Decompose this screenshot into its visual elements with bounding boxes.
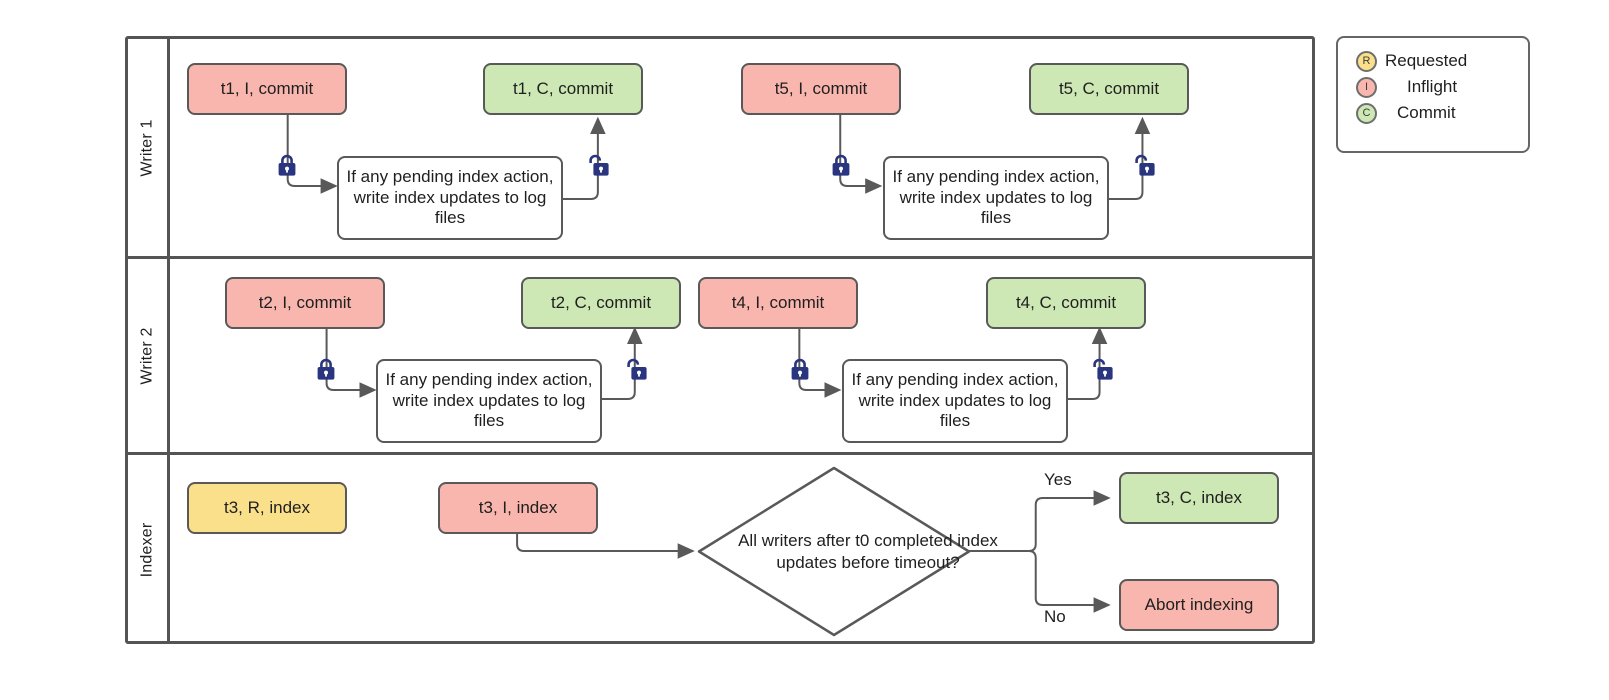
state-badge-inflight-icon: I bbox=[1356, 76, 1377, 98]
swimlane-pool: Writer 1 bbox=[125, 36, 1315, 644]
node-t3-inflight-index[interactable]: t3, I, index bbox=[438, 482, 598, 534]
node-t5-inflight-commit[interactable]: t5, I, commit bbox=[741, 63, 901, 115]
node-writer2-index-write-1[interactable]: If any pending index action, write index… bbox=[376, 359, 602, 443]
legend-item-commit: C Commit bbox=[1338, 100, 1528, 126]
swimlane-indexer: Indexer bbox=[128, 452, 1312, 644]
state-badge-requested-icon: R bbox=[1356, 50, 1377, 72]
legend-item-requested: R Requested bbox=[1338, 48, 1528, 74]
branch-label-no: No bbox=[1044, 607, 1066, 626]
legend-label-commit: Commit bbox=[1397, 103, 1456, 122]
swimlane-writer-1: Writer 1 bbox=[128, 39, 1312, 256]
lane-header-writer-1: Writer 1 bbox=[128, 39, 170, 256]
node-t2-commit-commit[interactable]: t2, C, commit bbox=[521, 277, 681, 329]
lane-body-writer-2: t2, I, commit If any pending index actio… bbox=[170, 259, 1312, 452]
lane-label-indexer: Indexer bbox=[138, 522, 156, 577]
lock-closed-icon bbox=[830, 154, 852, 178]
lane-header-writer-2: Writer 2 bbox=[128, 259, 170, 452]
lock-open-icon bbox=[1134, 154, 1156, 178]
node-t1-commit-commit[interactable]: t1, C, commit bbox=[483, 63, 643, 115]
lock-open-icon bbox=[1092, 358, 1114, 382]
branch-label-yes: Yes bbox=[1044, 470, 1072, 489]
node-writer1-index-write-1[interactable]: If any pending index action, write index… bbox=[337, 156, 563, 240]
lock-closed-icon bbox=[789, 358, 811, 382]
legend-label-requested: Requested bbox=[1385, 51, 1468, 70]
node-writer2-index-write-2[interactable]: If any pending index action, write index… bbox=[842, 359, 1068, 443]
state-badge-commit-icon: C bbox=[1356, 102, 1377, 124]
legend-label-inflight: Inflight bbox=[1407, 77, 1458, 96]
node-t5-commit-commit[interactable]: t5, C, commit bbox=[1029, 63, 1189, 115]
node-t4-inflight-commit[interactable]: t4, I, commit bbox=[698, 277, 858, 329]
swimlane-writer-2: Writer 2 t2, I, commit If any pending in… bbox=[128, 256, 1312, 452]
lane-label-writer-2: Writer 2 bbox=[138, 326, 156, 385]
lane-label-writer-1: Writer 1 bbox=[138, 118, 156, 177]
node-t3-commit-index[interactable]: t3, C, index bbox=[1119, 472, 1279, 524]
node-t2-inflight-commit[interactable]: t2, I, commit bbox=[225, 277, 385, 329]
node-t1-inflight-commit[interactable]: t1, I, commit bbox=[187, 63, 347, 115]
node-abort-indexing[interactable]: Abort indexing bbox=[1119, 579, 1279, 631]
lane-body-writer-1: t1, I, commit If any pending index actio… bbox=[170, 39, 1312, 256]
lock-closed-icon bbox=[276, 154, 298, 178]
node-t4-commit-commit[interactable]: t4, C, commit bbox=[986, 277, 1146, 329]
legend-panel: R Requested I Inflight C Commit bbox=[1336, 36, 1530, 153]
decision-all-writers-completed[interactable]: All writers after t0 completed index upd… bbox=[695, 464, 998, 639]
lock-open-icon bbox=[626, 358, 648, 382]
lane-header-indexer: Indexer bbox=[128, 455, 170, 644]
lock-closed-icon bbox=[315, 358, 337, 382]
legend-item-inflight: I Inflight bbox=[1338, 74, 1528, 100]
lock-open-icon bbox=[588, 154, 610, 178]
node-t3-requested-index[interactable]: t3, R, index bbox=[187, 482, 347, 534]
lane-body-indexer: t3, R, index t3, I, index All writers af… bbox=[170, 455, 1312, 644]
node-writer1-index-write-2[interactable]: If any pending index action, write index… bbox=[883, 156, 1109, 240]
